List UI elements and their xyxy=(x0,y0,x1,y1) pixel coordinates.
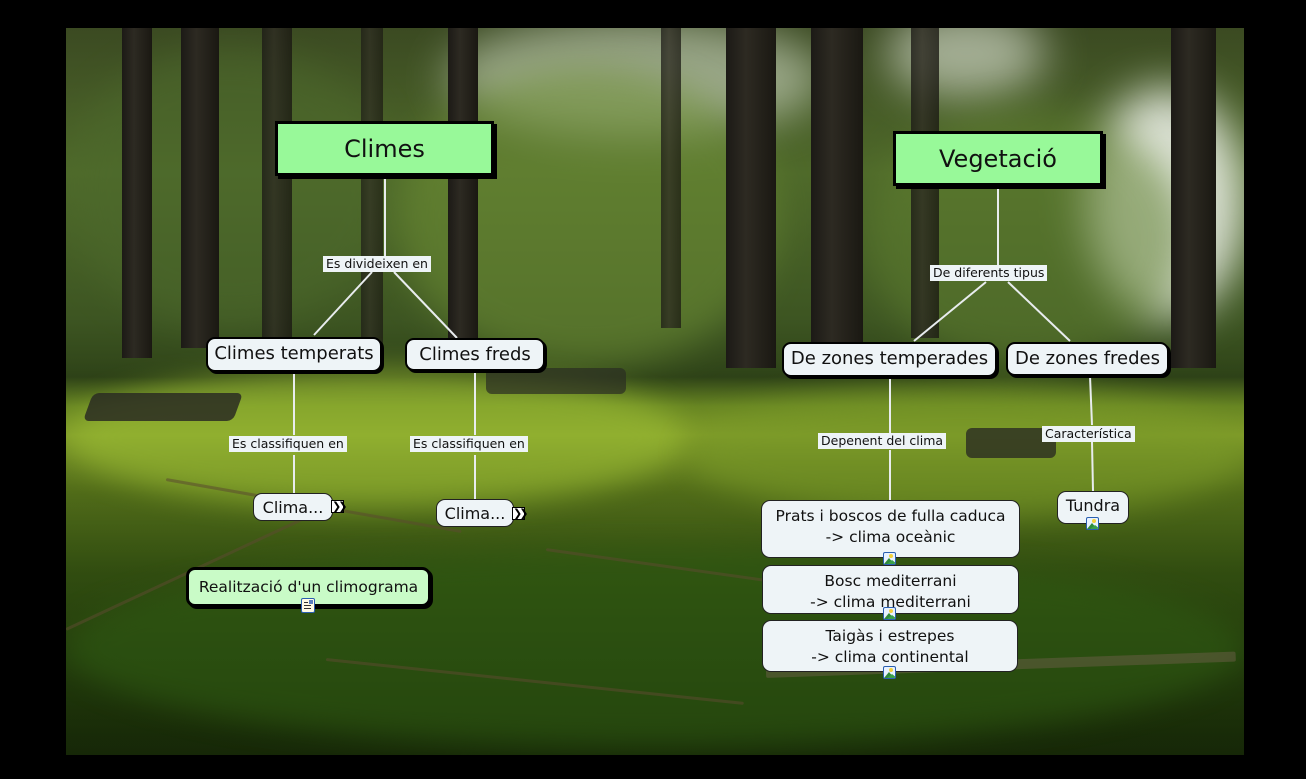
concept-taigas-estrepes[interactable]: Taigàs i estrepes -> clima continental xyxy=(762,620,1018,672)
concept-label: De zones temperades xyxy=(790,348,989,369)
expand-icon[interactable]: ❯❯ xyxy=(331,500,347,513)
image-icon[interactable] xyxy=(883,552,896,565)
concept-de-zones-fredes[interactable]: De zones fredes xyxy=(1006,342,1169,376)
link-label-es-classifiquen-temperats[interactable]: Es classifiquen en xyxy=(229,436,347,452)
concept-label-line1: Prats i boscos de fulla caduca xyxy=(775,507,1006,525)
concept-climes[interactable]: Climes xyxy=(275,121,494,176)
concept-bosc-mediterrani[interactable]: Bosc mediterrani -> clima mediterrani xyxy=(762,565,1019,614)
concept-label: Realització d'un climograma xyxy=(198,578,419,596)
link-label-es-classifiquen-freds[interactable]: Es classifiquen en xyxy=(410,436,528,452)
expand-icon[interactable]: ❯❯ xyxy=(512,507,528,520)
image-icon[interactable] xyxy=(883,666,896,679)
concept-clima-collapsed-freds[interactable]: Clima... xyxy=(436,499,514,527)
concept-climes-temperats[interactable]: Climes temperats xyxy=(206,337,382,372)
concept-label-line1: Taigàs i estrepes xyxy=(825,627,955,645)
concept-label-line2: -> clima oceànic xyxy=(825,528,956,546)
concept-label: Climes xyxy=(344,135,425,163)
document-icon[interactable] xyxy=(301,598,315,613)
concept-label: Climes temperats xyxy=(214,343,374,364)
concept-label: Climes freds xyxy=(419,344,531,365)
concept-clima-collapsed-temperats[interactable]: Clima... xyxy=(253,493,333,521)
link-label-es-divideixen[interactable]: Es divideixen en xyxy=(323,256,431,272)
concept-de-zones-temperades[interactable]: De zones temperades xyxy=(782,342,997,377)
image-icon[interactable] xyxy=(883,607,896,620)
concept-vegetacio[interactable]: Vegetació xyxy=(893,131,1103,186)
image-icon[interactable] xyxy=(1086,517,1099,530)
concept-label: Tundra xyxy=(1065,496,1121,515)
concept-label-line2: -> clima continental xyxy=(811,648,969,666)
link-label-caracteristica[interactable]: Característica xyxy=(1042,426,1135,442)
concept-prats-boscos[interactable]: Prats i boscos de fulla caduca -> clima … xyxy=(761,500,1020,558)
link-label-depenent-del-clima[interactable]: Depenent del clima xyxy=(818,433,947,449)
concept-label: De zones fredes xyxy=(1015,348,1160,369)
concept-label: Vegetació xyxy=(939,145,1057,173)
concept-climes-freds[interactable]: Climes freds xyxy=(405,338,545,371)
link-label-de-diferents-tipus[interactable]: De diferents tipus xyxy=(930,265,1048,281)
concept-label: Clima... xyxy=(444,504,506,523)
concept-label-line1: Bosc mediterrani xyxy=(824,572,957,590)
concept-label-line2: -> clima mediterrani xyxy=(810,593,971,611)
concept-label: Clima... xyxy=(262,498,324,517)
